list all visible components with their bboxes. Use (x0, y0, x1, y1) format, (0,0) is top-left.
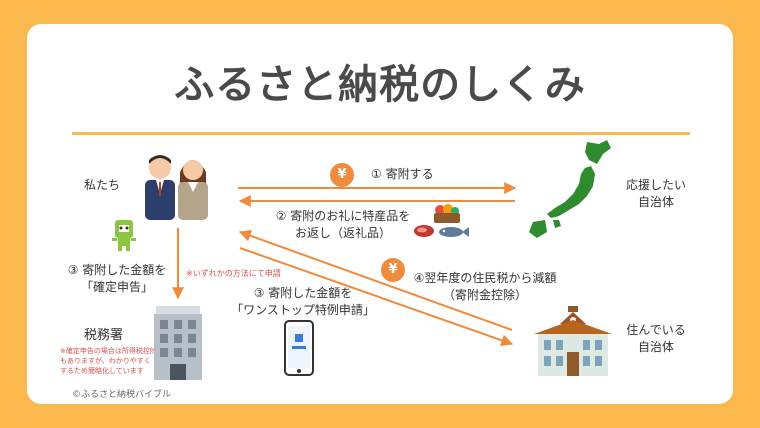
residence-building-icon (534, 306, 612, 376)
actor-us: 私たち (84, 178, 121, 192)
tax-office-note: ※確定申告の場合は所得税控除 もありますが、わかりやすく するため簡略化していま… (60, 347, 157, 375)
arrow-deduction (238, 230, 513, 331)
couple-icon (145, 155, 208, 220)
yen-coin-icon: ¥ (330, 163, 354, 187)
step-donate: ① 寄附する (371, 167, 434, 181)
content-card (27, 24, 733, 404)
gift-basket-icon (434, 204, 460, 223)
step-deduction: ④翌年度の住民税から減額 （寄附金控除） (413, 271, 557, 302)
yen-coin-icon: ¥ (381, 258, 405, 282)
meat-icon (414, 225, 434, 237)
mascot-icon (112, 220, 136, 251)
japan-map-icon (529, 140, 611, 238)
copyright: ©ふるさと納税バイブル (72, 390, 172, 400)
actor-tax-office: 税務署 (84, 328, 124, 343)
step-gift: ② 寄附のお礼に特産品を お返し（返礼品） (275, 209, 411, 240)
step-one-stop: ③ 寄附した金額を 「ワンストップ特例申請」 (231, 286, 375, 317)
tax-office-building-icon (154, 306, 202, 380)
actor-residence-region: 住んでいる 自治体 (626, 323, 686, 354)
step-tax-return: ③ 寄附した金額を 「確定申告」 (67, 263, 167, 294)
either-method-note: ※いずれかの方法にて申請 (186, 269, 281, 278)
arrow-one-stop (239, 247, 514, 347)
fish-icon (439, 227, 469, 237)
smartphone-icon (284, 320, 314, 376)
title-divider (72, 132, 690, 135)
page-title: ふるさと納税のしくみ (174, 62, 586, 108)
actor-supported-region: 応援したい 自治体 (625, 178, 686, 209)
